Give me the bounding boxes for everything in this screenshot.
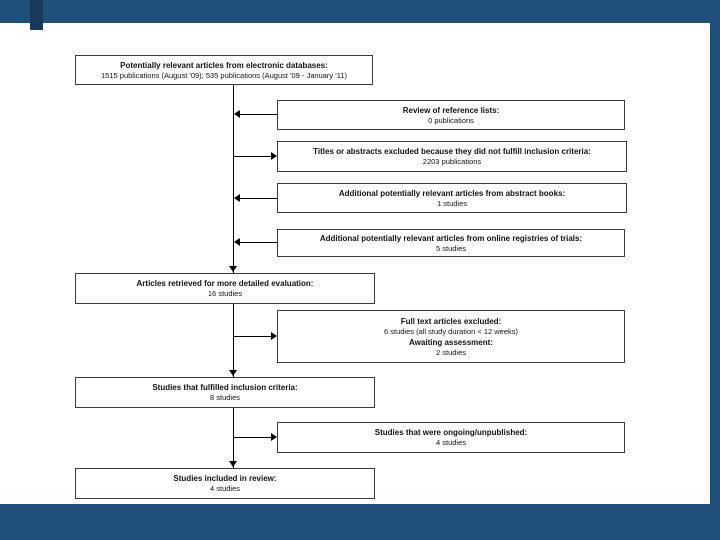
- box-title: Studies that were ongoing/unpublished:: [374, 428, 528, 437]
- box-title: Full text articles excluded:: [400, 316, 502, 326]
- box-value: 1 studies: [436, 198, 468, 208]
- box-title: Additional potentially relevant articles…: [319, 233, 583, 243]
- flow-box-databases: Potentially relevant articles from elect…: [75, 55, 373, 85]
- connector-abstract-books: [240, 198, 277, 199]
- box-value-secondary: 2 studies: [435, 347, 467, 357]
- box-title: Studies that fulfilled inclusion criteri…: [152, 383, 298, 392]
- flow-box-online-registries: Additional potentially relevant articles…: [277, 229, 625, 257]
- box-value: 2203 publications: [422, 157, 482, 166]
- arrowhead-down-included-icon: [229, 461, 237, 467]
- connector-reference-lists: [240, 114, 277, 115]
- box-title: Studies included in review:: [173, 474, 277, 483]
- spine-segment-top: [233, 85, 234, 273]
- arrowhead-right-fulltext-excluded-icon: [271, 332, 277, 340]
- connector-ongoing: [234, 437, 271, 438]
- arrowhead-down-retrieved-icon: [229, 266, 237, 272]
- slide-accent-notch: [30, 0, 43, 30]
- box-title: Additional potentially relevant articles…: [338, 188, 566, 198]
- arrowhead-left-online-registries-icon: [234, 238, 240, 246]
- flow-box-reference-lists: Review of reference lists: 0 publication…: [277, 100, 625, 130]
- box-value: 1515 publications (August '09); 535 publ…: [101, 70, 347, 80]
- arrowhead-left-abstract-books-icon: [234, 194, 240, 202]
- box-value: 5 studies: [435, 243, 467, 253]
- box-value: 0 publications: [428, 115, 474, 125]
- flow-box-fulfilled: Studies that fulfilled inclusion criteri…: [75, 377, 375, 408]
- box-value: 4 studies: [435, 438, 467, 447]
- connector-online-registries: [240, 242, 277, 243]
- box-title: Review of reference lists:: [402, 105, 500, 115]
- flow-box-included: Studies included in review: 4 studies: [75, 468, 375, 499]
- flow-box-abstract-books: Additional potentially relevant articles…: [277, 183, 627, 213]
- box-value: 16 studies: [207, 289, 243, 298]
- box-title: Titles or abstracts excluded because the…: [313, 147, 591, 156]
- flow-box-ongoing: Studies that were ongoing/unpublished: 4…: [277, 422, 625, 453]
- box-value: 4 studies: [209, 484, 241, 493]
- arrowhead-down-fulfilled-icon: [229, 370, 237, 376]
- arrowhead-left-reference-lists-icon: [234, 110, 240, 118]
- box-title: Potentially relevant articles from elect…: [120, 60, 328, 70]
- arrowhead-right-ongoing-icon: [271, 433, 277, 441]
- connector-fulltext-excluded: [234, 336, 271, 337]
- flow-box-excluded-titles: Titles or abstracts excluded because the…: [277, 141, 627, 172]
- spine-segment-bottom: [233, 408, 234, 468]
- flow-box-retrieved: Articles retrieved for more detailed eva…: [75, 273, 375, 304]
- box-title: Articles retrieved for more detailed eva…: [136, 279, 314, 288]
- box-value: 6 studies (all study duration < 12 weeks…: [383, 326, 519, 336]
- flow-box-fulltext-excluded: Full text articles excluded: 6 studies (…: [277, 310, 625, 363]
- spine-segment-middle: [233, 304, 234, 377]
- connector-excluded-titles: [234, 156, 271, 157]
- box-title-secondary: Awaiting assessment:: [409, 337, 493, 347]
- arrowhead-right-excluded-titles-icon: [271, 152, 277, 160]
- box-value: 8 studies: [209, 393, 241, 402]
